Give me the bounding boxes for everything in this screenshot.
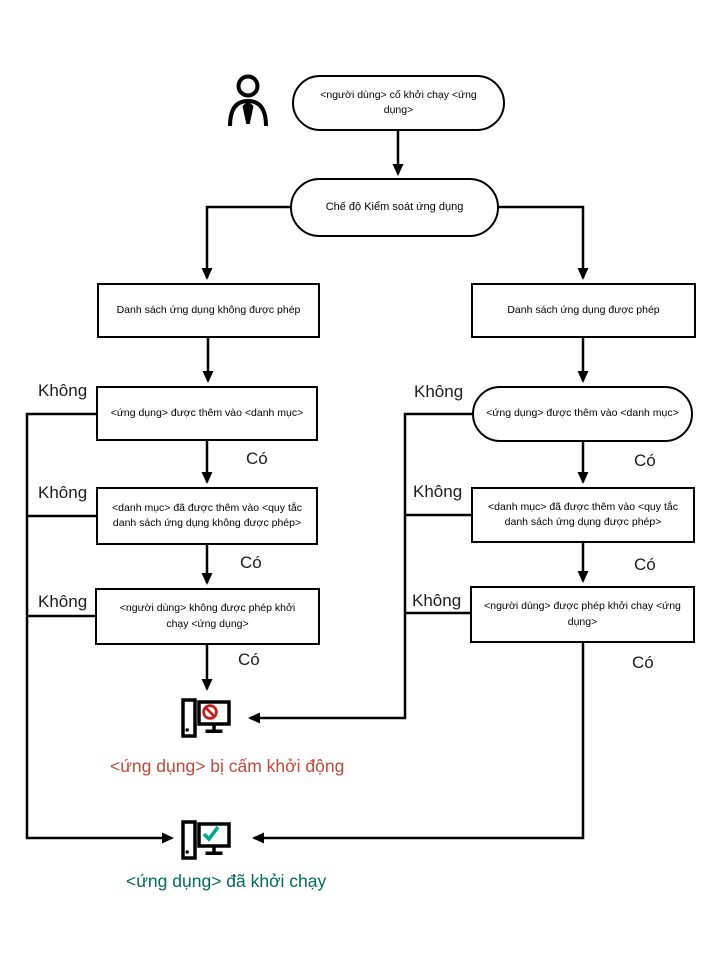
allow-step2-node: <danh mục> đã được thêm vào <quy tắc dan… (471, 487, 695, 543)
start-node-label: <người dùng> cố khởi chạy <ứng dụng> (320, 88, 477, 116)
edge-label-yes: Có (632, 653, 654, 672)
started-outcome-text: <ứng dụng> đã khởi chạy (126, 871, 327, 891)
allow-step3-label: <người dùng> được phép khởi chạy <ứng dụ… (484, 600, 681, 628)
deny-step2-label: <danh mục> đã được thêm vào <quy tắc dan… (112, 501, 302, 529)
app-control-mode-label: Chế độ Kiểm soát ứng dụng (325, 200, 464, 213)
blocked-outcome-text: <ứng dụng> bị cấm khởi động (110, 756, 345, 776)
edge-label-no: Không (38, 381, 88, 400)
deny-step1-node: <ứng dụng> được thêm vào <danh mục> (96, 386, 318, 441)
start-node: <người dùng> cố khởi chạy <ứng dụng> (292, 75, 505, 131)
edge-label-no: Không (413, 482, 463, 501)
allow-step1-node: <ứng dụng> được thêm vào <danh mục> (472, 386, 693, 442)
edge-label-no: Không (412, 591, 462, 610)
check-mark (202, 825, 220, 842)
allow-step3-node: <người dùng> được phép khởi chạy <ứng dụ… (470, 586, 695, 643)
allowlist-label: Danh sách ứng dụng được phép (507, 303, 660, 316)
user-icon (227, 74, 269, 128)
edge-label-yes: Có (634, 555, 656, 574)
edge-label-yes: Có (240, 553, 262, 572)
deny-step3-label: <người dùng> không được phép khởi chạy <… (119, 602, 296, 630)
computer-blocked-icon (180, 694, 232, 746)
denylist-label: Danh sách ứng dụng không được phép (116, 303, 301, 316)
edge-label-no: Không (414, 382, 464, 401)
allowlist-node: Danh sách ứng dụng được phép (471, 283, 696, 338)
app-control-mode-node: Chế độ Kiểm soát ứng dụng (290, 178, 499, 237)
deny-step3-node: <người dùng> không được phép khởi chạy <… (95, 588, 320, 645)
edge-label-yes: Có (246, 449, 268, 468)
edge-label-yes: Có (634, 451, 656, 470)
prohibit-sign (202, 704, 218, 720)
deny-step2-node: <danh mục> đã được thêm vào <quy tắc dan… (96, 487, 318, 545)
allow-step1-label: <ứng dụng> được thêm vào <danh mục> (486, 407, 679, 420)
edge-label-no: Không (38, 592, 88, 611)
edge-label-yes: Có (238, 650, 260, 669)
computer-started-icon (180, 816, 232, 868)
allow-step2-label: <danh mục> đã được thêm vào <quy tắc dan… (488, 500, 678, 528)
deny-step1-label: <ứng dụng> được thêm vào <danh mục> (110, 406, 304, 419)
edge-label-no: Không (38, 483, 88, 502)
denylist-node: Danh sách ứng dụng không được phép (97, 283, 320, 338)
